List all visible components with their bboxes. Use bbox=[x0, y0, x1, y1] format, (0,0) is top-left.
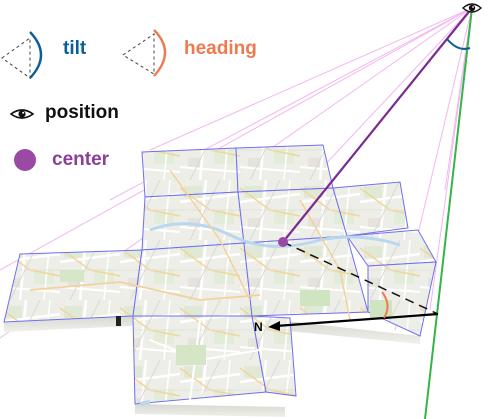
camera-eye-icon bbox=[461, 3, 483, 13]
eye-icon bbox=[9, 109, 35, 119]
tilt-icon bbox=[1, 31, 43, 79]
heading-icon bbox=[122, 29, 167, 77]
tilt-label: tilt bbox=[63, 38, 87, 59]
heading-arc bbox=[381, 291, 389, 319]
map-tiles bbox=[3, 144, 437, 405]
view-direction-line bbox=[282, 7, 473, 243]
tilt-arc bbox=[446, 38, 471, 50]
center-legend-dot bbox=[14, 149, 36, 171]
north-label: N bbox=[254, 320, 263, 334]
heading-label: heading bbox=[184, 38, 257, 59]
center-label: center bbox=[52, 149, 110, 170]
position-label: position bbox=[45, 102, 119, 123]
vertical-reference-line bbox=[424, 7, 473, 419]
center-point bbox=[278, 237, 288, 247]
north-arrow bbox=[268, 312, 439, 331]
ground-projection-line bbox=[282, 241, 439, 315]
